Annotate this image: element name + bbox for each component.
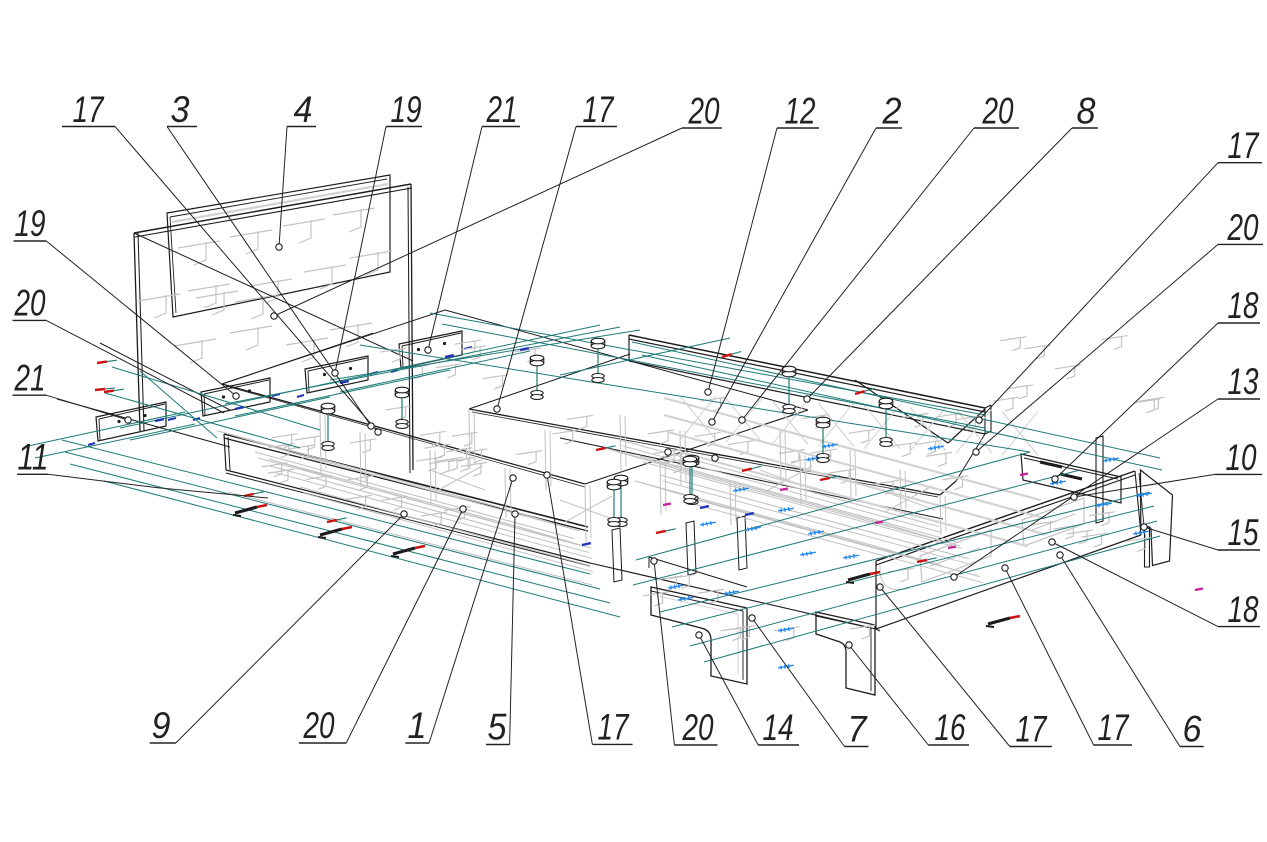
svg-text:17: 17	[598, 707, 630, 748]
svg-text:16: 16	[935, 707, 966, 748]
svg-text:10: 10	[1226, 437, 1257, 478]
svg-text:17: 17	[1098, 707, 1130, 748]
svg-text:19: 19	[15, 203, 46, 244]
svg-text:6: 6	[1183, 709, 1202, 750]
svg-text:12: 12	[785, 91, 816, 132]
svg-text:5: 5	[488, 707, 507, 748]
svg-text:2: 2	[882, 91, 902, 132]
svg-text:19: 19	[391, 89, 422, 130]
svg-text:4: 4	[294, 89, 313, 130]
svg-text:17: 17	[1016, 709, 1048, 750]
svg-text:20: 20	[982, 91, 1014, 132]
svg-text:18: 18	[1228, 285, 1259, 326]
svg-text:17: 17	[73, 89, 105, 130]
svg-text:17: 17	[1228, 125, 1260, 166]
svg-text:7: 7	[848, 709, 868, 750]
svg-text:9: 9	[152, 705, 171, 746]
svg-text:1: 1	[408, 705, 427, 746]
svg-text:20: 20	[303, 705, 335, 746]
svg-text:11: 11	[18, 437, 49, 478]
svg-text:14: 14	[763, 707, 794, 748]
svg-text:17: 17	[583, 89, 615, 130]
svg-text:18: 18	[1228, 589, 1259, 630]
svg-text:20: 20	[682, 707, 714, 748]
svg-text:3: 3	[171, 89, 190, 130]
svg-text:13: 13	[1228, 361, 1259, 402]
svg-text:8: 8	[1077, 91, 1096, 132]
svg-text:20: 20	[688, 91, 720, 132]
svg-text:20: 20	[1227, 207, 1259, 248]
svg-text:20: 20	[14, 283, 46, 324]
svg-text:21: 21	[486, 89, 518, 130]
svg-text:21: 21	[14, 358, 46, 399]
svg-text:15: 15	[1228, 512, 1259, 553]
